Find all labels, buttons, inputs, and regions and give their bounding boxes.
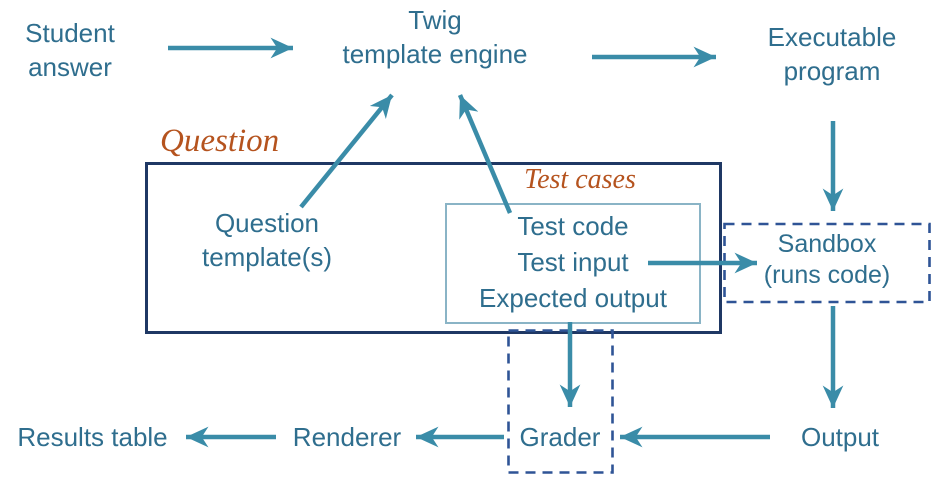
node-student-answer: Student answer: [10, 16, 130, 84]
node-grader: Grader: [519, 422, 601, 452]
question-template-line1: Question: [214, 208, 320, 238]
sandbox-line1: Sandbox: [777, 230, 877, 258]
node-output: Output: [800, 422, 880, 452]
sandbox-line2: (runs code): [763, 261, 891, 289]
node-executable-program: Executable program: [752, 20, 912, 88]
question-group-box: [145, 162, 722, 334]
question-group-label: Question: [160, 123, 280, 159]
node-renderer: Renderer: [292, 422, 402, 452]
test-cases-items: Test code Test input Expected output: [446, 208, 700, 316]
student-answer-line1: Student: [25, 18, 115, 48]
test-cases-label: Test cases: [524, 164, 636, 195]
node-test-code: Test code: [517, 211, 629, 241]
question-template-line2: template(s): [201, 242, 333, 272]
node-test-input: Test input: [517, 247, 629, 277]
node-sandbox: Sandbox (runs code): [724, 229, 930, 291]
node-question-template: Question template(s): [187, 206, 347, 274]
node-twig-template-engine: Twig template engine: [315, 3, 555, 71]
twig-line1: Twig: [408, 5, 462, 35]
student-answer-line2: answer: [28, 52, 112, 82]
node-results-table: Results table: [17, 422, 168, 452]
executable-line2: program: [783, 56, 881, 86]
executable-line1: Executable: [767, 22, 897, 52]
twig-line2: template engine: [342, 39, 528, 69]
node-expected-output: Expected output: [479, 283, 667, 313]
